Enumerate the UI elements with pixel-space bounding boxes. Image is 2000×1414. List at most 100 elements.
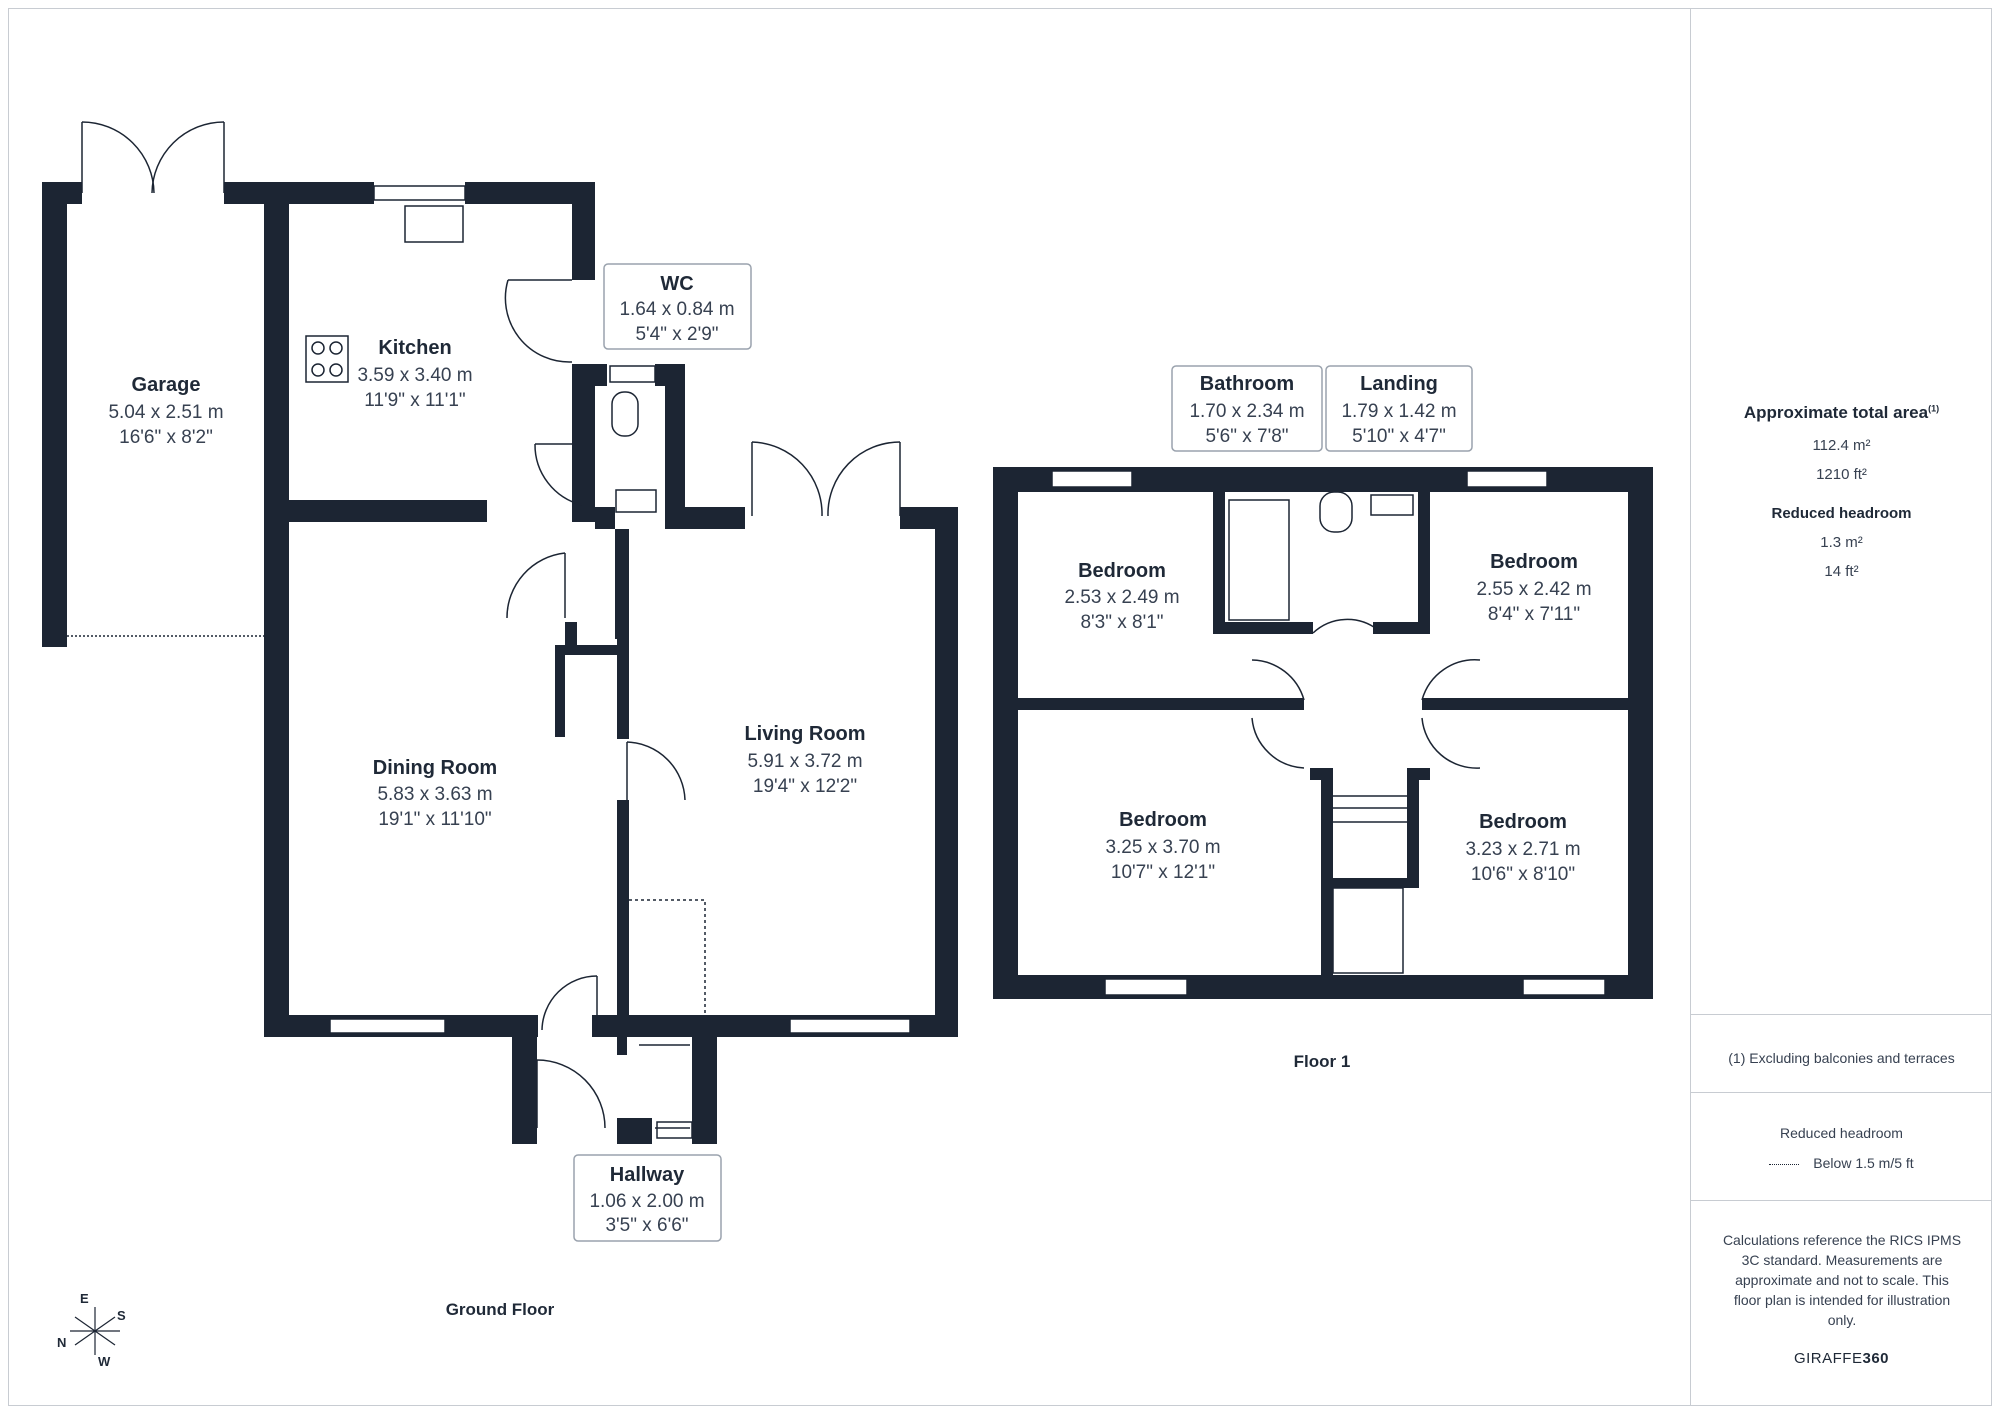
living-window xyxy=(789,1018,911,1034)
dining-window xyxy=(329,1018,446,1034)
hallway-wall-left xyxy=(512,1037,537,1144)
info-sidebar: Approximate total area(1) 112.4 m² 1210 … xyxy=(1690,8,1992,1406)
hallway-name: Hallway xyxy=(610,1164,685,1186)
hallway-wall-right xyxy=(692,1037,717,1144)
bed1-metric: 2.53 x 2.49 m xyxy=(1064,587,1179,608)
landing-imperial: 5'10" x 4'7" xyxy=(1352,426,1446,447)
landing-metric: 1.79 x 1.42 m xyxy=(1341,401,1456,422)
total-area-section: Approximate total area(1) 112.4 m² 1210 … xyxy=(1691,403,1992,580)
partition-lower xyxy=(617,800,629,1018)
f1-toilet xyxy=(1319,491,1353,533)
landing-name: Landing xyxy=(1360,373,1438,395)
label-boxes xyxy=(573,263,1473,1242)
footnote: (1) Excluding balconies and terraces xyxy=(1728,1050,1955,1066)
hob xyxy=(305,335,349,383)
bed2-name: Bedroom xyxy=(1490,551,1578,573)
wc-metric: 1.64 x 0.84 m xyxy=(619,299,734,320)
landing-label-box xyxy=(1325,365,1473,452)
kitchen-imperial: 11'9" x 11'1" xyxy=(364,390,465,411)
fixtures xyxy=(305,205,1414,1129)
bed3-imperial: 10'7" x 12'1" xyxy=(1111,862,1215,883)
disclaimer: Calculations reference the RICS IPMS 3C … xyxy=(1722,1232,1962,1328)
dining-metric: 5.83 x 3.63 m xyxy=(377,784,492,805)
compass-s: S xyxy=(117,1308,126,1323)
wc-basin xyxy=(615,489,657,513)
bed2-window xyxy=(1466,470,1548,488)
garage-wall-top-left xyxy=(42,182,82,204)
compass-w: W xyxy=(98,1354,111,1369)
legend-item: Below 1.5 m/5 ft xyxy=(1691,1155,1992,1171)
bed2-metric: 2.55 x 2.42 m xyxy=(1476,579,1591,600)
wc-toilet xyxy=(611,391,639,437)
wc-name: WC xyxy=(660,273,693,295)
ground-floor-label: Ground Floor xyxy=(446,1300,555,1319)
stair-wall-left-top xyxy=(1310,768,1333,780)
bed1-window xyxy=(1051,470,1133,488)
f1-wall-left xyxy=(993,467,1018,999)
bed2-imperial: 8'4" x 7'11" xyxy=(1488,604,1580,625)
compass-e: E xyxy=(80,1291,89,1306)
reduced-headroom-title: Reduced headroom xyxy=(1771,505,1912,522)
wc-cistern xyxy=(609,365,656,383)
dotted-line-icon xyxy=(1769,1163,1800,1165)
kitchen-wall-bottom xyxy=(289,500,487,522)
bed4-metric: 3.23 x 2.71 m xyxy=(1465,839,1580,860)
page-frame xyxy=(8,8,1992,1406)
divider xyxy=(1691,1014,1992,1015)
floor1-label: Floor 1 xyxy=(1294,1052,1351,1071)
f1-wall-right xyxy=(1628,467,1653,999)
room-labels: Garage 5.04 x 2.51 m 16'6" x 8'2" Kitche… xyxy=(108,273,1591,1319)
hallway-imperial: 3'5" x 6'6" xyxy=(605,1215,688,1236)
cupboard-wall-top xyxy=(555,645,617,655)
kitchen-window xyxy=(373,185,466,201)
bath xyxy=(1228,499,1290,621)
garage-metric: 5.04 x 2.51 m xyxy=(108,402,223,423)
dining-wall-left xyxy=(264,182,289,1037)
bed1-imperial: 8'3" x 8'1" xyxy=(1080,612,1163,633)
garage-wall-left xyxy=(42,182,67,647)
legend-title: Reduced headroom xyxy=(1780,1125,1903,1141)
hallway-wall-bottom xyxy=(617,1118,652,1144)
bathroom-label-box xyxy=(1171,365,1323,452)
bed4-name: Bedroom xyxy=(1479,811,1567,833)
bed3-window xyxy=(1104,978,1188,996)
landing-wall-bottom xyxy=(1373,622,1430,634)
cupboard xyxy=(1332,887,1404,974)
kitchen-name: Kitchen xyxy=(378,337,451,359)
stair-wall-right xyxy=(1407,768,1419,886)
garage-wall-top-right xyxy=(224,182,264,204)
garage-imperial: 16'6" x 8'2" xyxy=(119,427,213,448)
divider xyxy=(1691,1200,1992,1201)
garage-name: Garage xyxy=(132,374,201,396)
bathroom-imperial: 5'6" x 7'8" xyxy=(1205,426,1288,447)
bath-wall-left xyxy=(1213,492,1225,632)
living-name: Living Room xyxy=(744,723,865,745)
cupboard-wall-stub xyxy=(565,622,577,645)
hallway-window xyxy=(656,1121,693,1139)
total-area-m2: 112.4 m² xyxy=(1812,437,1871,454)
wc-wall-bottom-right xyxy=(665,507,745,529)
kitchen-metric: 3.59 x 3.40 m xyxy=(357,365,472,386)
stair-wall-left xyxy=(1321,768,1333,978)
kitchen-sink xyxy=(404,205,464,243)
stair-wall-bottom xyxy=(1321,878,1419,888)
f1-wall-left-mid xyxy=(1018,698,1304,710)
doors xyxy=(67,121,1481,1129)
living-imperial: 19'4" x 12'2" xyxy=(753,776,857,797)
stair-wall-right-top xyxy=(1407,768,1430,780)
reduced-headroom-m2: 1.3 m² xyxy=(1820,534,1863,551)
bed4-imperial: 10'6" x 8'10" xyxy=(1471,864,1575,885)
dining-name: Dining Room xyxy=(373,757,497,779)
hallway-metric: 1.06 x 2.00 m xyxy=(589,1191,704,1212)
divider xyxy=(1691,1092,1992,1093)
living-metric: 5.91 x 3.72 m xyxy=(747,751,862,772)
bed4-window xyxy=(1522,978,1606,996)
bathroom-metric: 1.70 x 2.34 m xyxy=(1189,401,1304,422)
windows xyxy=(329,185,1606,1139)
wc-label-box xyxy=(603,263,752,350)
dining-imperial: 19'1" x 11'10" xyxy=(378,809,491,830)
bed3-metric: 3.25 x 3.70 m xyxy=(1105,837,1220,858)
partition-upper xyxy=(617,529,629,739)
bath-wall-bottom xyxy=(1213,622,1313,634)
bed1-name: Bedroom xyxy=(1078,560,1166,582)
